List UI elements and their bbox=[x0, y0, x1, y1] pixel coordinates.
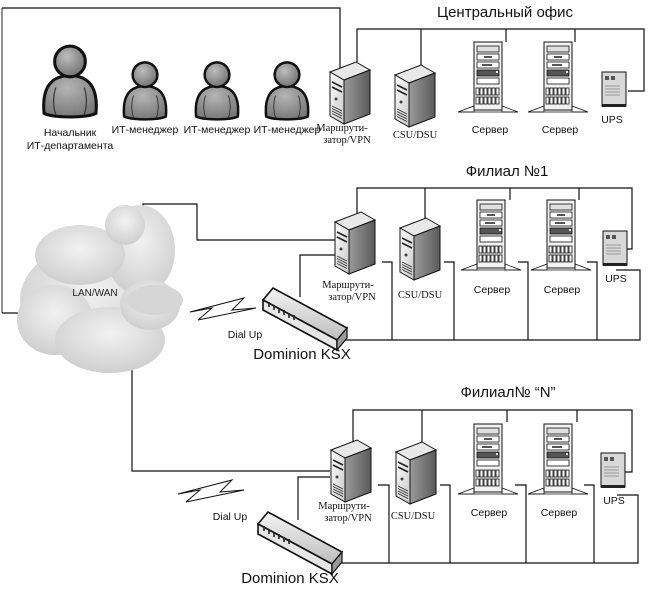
server-label: Сервер bbox=[471, 507, 508, 519]
csu-dsu bbox=[394, 64, 436, 128]
server-icon bbox=[527, 423, 589, 495]
wire-drop bbox=[515, 484, 527, 563]
ups-label: UPS bbox=[601, 114, 623, 126]
csu-dsu-label: CSU/DSU bbox=[391, 511, 436, 522]
dialup-link bbox=[177, 479, 245, 503]
router-label-line2: затор/VPN bbox=[328, 292, 376, 303]
wire-bus bbox=[356, 28, 645, 92]
csu-dsu-icon bbox=[394, 64, 436, 128]
csu-dsu bbox=[395, 441, 437, 505]
network-label: LAN/WAN bbox=[72, 288, 117, 299]
csu-dsu-label: CSU/DSU bbox=[398, 290, 443, 301]
server-2 bbox=[527, 423, 589, 495]
server-label: Сервер bbox=[542, 124, 579, 136]
wire-hq-top bbox=[2, 7, 341, 75]
dialup-label: Dial Up bbox=[213, 511, 248, 523]
lan-wan-cloud: LAN/WAN bbox=[17, 205, 183, 373]
user-icon bbox=[264, 61, 310, 121]
lightning-icon bbox=[177, 479, 245, 503]
wire-bus-top bbox=[352, 409, 633, 473]
router-vpn bbox=[330, 439, 372, 503]
ups-icon bbox=[601, 71, 627, 108]
server-label: Сервер bbox=[544, 284, 581, 296]
router-label-line2: затор/VPN bbox=[323, 135, 371, 146]
server-icon bbox=[530, 199, 592, 271]
ksx-label: Dominion KSX bbox=[253, 346, 351, 363]
ups bbox=[600, 452, 626, 489]
user-icon bbox=[122, 61, 168, 121]
csu-dsu-icon bbox=[395, 441, 437, 505]
ups-icon bbox=[602, 230, 628, 267]
server-1 bbox=[457, 41, 519, 113]
user-icon bbox=[194, 61, 240, 121]
user-icon bbox=[42, 44, 98, 119]
router-vpn bbox=[334, 211, 376, 275]
ups-label: UPS bbox=[603, 495, 625, 507]
dialup-link bbox=[189, 297, 257, 321]
person-it-manager-1: ИТ-менеджер bbox=[112, 61, 179, 136]
router-vpn bbox=[329, 61, 371, 125]
router-icon bbox=[334, 211, 376, 275]
wire-drop bbox=[382, 261, 393, 340]
ups-label: UPS bbox=[605, 273, 627, 285]
server-icon bbox=[460, 199, 522, 271]
router-label-line1: Маршрути- bbox=[322, 280, 374, 291]
person-label: ИТ-менеджер bbox=[254, 124, 321, 136]
ups bbox=[601, 71, 627, 108]
wire-bus-bottom bbox=[340, 269, 641, 341]
csu-dsu-label: CSU/DSU bbox=[393, 130, 438, 141]
site-branch-n: Филиал№ “N” Маршрути- затор/VPN CSU/DSU … bbox=[177, 384, 639, 587]
person-label: ИТ-менеджер bbox=[112, 124, 179, 136]
wire-drop bbox=[444, 261, 455, 340]
person-label-line2: ИТ-департамента bbox=[27, 140, 114, 152]
wire-drop bbox=[584, 484, 595, 563]
site-title: Центральный офис bbox=[437, 4, 574, 21]
wire-cloud-to-branchN bbox=[131, 368, 330, 472]
person-it-manager-2: ИТ-менеджер bbox=[184, 61, 251, 136]
site-branch-1: Филиал №1 Маршрути- затор/VPN CSU/DSU Се… bbox=[189, 163, 641, 363]
server-label: Сервер bbox=[474, 284, 511, 296]
server-icon bbox=[527, 41, 589, 113]
server-1 bbox=[460, 199, 522, 271]
wire-drop bbox=[378, 484, 390, 563]
router-icon bbox=[330, 439, 372, 503]
wire-ksx-router bbox=[299, 254, 335, 297]
lightning-icon bbox=[189, 297, 257, 321]
router-icon bbox=[329, 61, 371, 125]
wire-bus-bottom bbox=[340, 494, 639, 564]
dialup-label: Dial Up bbox=[228, 329, 263, 341]
person-head-of-it: Начальник ИТ-департамента bbox=[27, 44, 114, 152]
csu-dsu-icon bbox=[399, 217, 441, 281]
ups bbox=[602, 230, 628, 267]
router-label-line2: затор/VPN bbox=[324, 513, 372, 524]
server-label: Сервер bbox=[541, 507, 578, 519]
server-label: Сервер bbox=[472, 124, 509, 136]
server-icon bbox=[457, 41, 519, 113]
person-it-manager-3: ИТ-менеджер bbox=[254, 61, 321, 136]
server-1 bbox=[457, 423, 519, 495]
wire-drop bbox=[587, 261, 598, 340]
csu-dsu bbox=[399, 217, 441, 281]
site-title: Филиал №1 bbox=[466, 163, 549, 180]
person-label: ИТ-менеджер bbox=[184, 124, 251, 136]
site-central-office: Центральный офис Маршрути- затор/VPN CSU… bbox=[316, 4, 645, 146]
router-label-line1: Маршрути- bbox=[316, 123, 368, 134]
server-2 bbox=[530, 199, 592, 271]
wire-ksx-router bbox=[297, 476, 330, 520]
wire-bus-top bbox=[356, 187, 633, 250]
ups-icon bbox=[600, 452, 626, 489]
server-2 bbox=[527, 41, 589, 113]
router-label-line1: Маршрути- bbox=[318, 501, 370, 512]
wire-drop bbox=[518, 261, 529, 340]
wire-drop bbox=[440, 484, 451, 563]
site-title: Филиал№ “N” bbox=[460, 384, 555, 401]
ksx-label: Dominion KSX bbox=[241, 570, 339, 587]
server-icon bbox=[457, 423, 519, 495]
person-label-line1: Начальник bbox=[44, 127, 97, 139]
